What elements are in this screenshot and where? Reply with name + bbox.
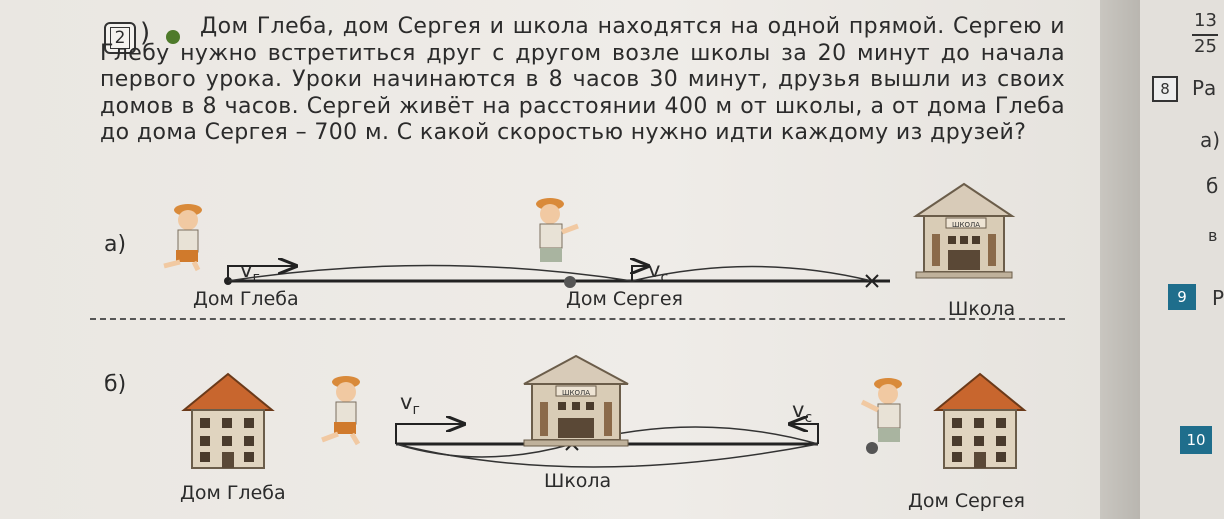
task-number-box: 2 xyxy=(104,22,136,54)
arrow-vc-b xyxy=(790,424,819,444)
velocity-gleb-a: vг xyxy=(240,258,260,287)
school-mark-a xyxy=(865,274,879,288)
label-sergey-house-b: Дом Сергея xyxy=(908,490,1025,512)
house-gleb-illustration xyxy=(181,372,275,469)
boy-sergey-a-illustration xyxy=(536,198,579,288)
label-gleb-house-a: Дом Глеба xyxy=(193,288,299,310)
arrow-vg-b xyxy=(395,424,464,444)
house-sergey-illustration xyxy=(933,372,1027,469)
paren-mark: ) xyxy=(140,18,151,48)
sub-v: в xyxy=(1208,226,1218,245)
velocity-gleb-b: vг xyxy=(400,390,420,419)
sub-b: б xyxy=(1206,174,1219,198)
arc-b-left xyxy=(395,443,573,458)
task-9-text: Р xyxy=(1212,286,1224,310)
task-number: 2 xyxy=(110,27,130,49)
dashed-divider xyxy=(90,318,1065,320)
task-number-10: 10 xyxy=(1180,426,1212,454)
boy-sergey-b-illustration xyxy=(860,378,902,454)
sub-a: а) xyxy=(1200,128,1221,152)
school-building-b: ШКОЛА xyxy=(523,354,629,447)
task-number-9: 9 xyxy=(1168,284,1196,310)
school-building-a: ШКОЛА xyxy=(912,182,1016,279)
arrow-vc-a xyxy=(632,266,648,281)
page-gutter xyxy=(1100,0,1140,519)
fraction-numerator: 13 xyxy=(1194,10,1217,31)
task-8-text: Ра xyxy=(1192,76,1217,100)
boy-gleb-a-illustration xyxy=(163,204,202,272)
label-gleb-house-b: Дом Глеба xyxy=(180,482,286,504)
task-number-8: 8 xyxy=(1152,76,1178,102)
problem-text: Дом Глеба, дом Сергея и школа находятся … xyxy=(100,14,1065,145)
arc-sergey-school xyxy=(631,265,873,282)
arrow-vg-a xyxy=(227,266,296,281)
fraction-bar xyxy=(1192,34,1218,36)
difficulty-dot-icon xyxy=(166,30,180,44)
boy-gleb-b-illustration xyxy=(321,376,361,446)
part-b-marker: б) xyxy=(104,372,127,397)
part-a-marker: а) xyxy=(104,232,127,257)
diagram-a xyxy=(224,266,890,288)
label-school-b: Школа xyxy=(544,470,612,492)
school-sign-a: ШКОЛА xyxy=(952,221,980,229)
school-sign-b: ШКОЛА xyxy=(562,389,590,397)
fraction-denominator: 25 xyxy=(1194,36,1217,57)
label-school-a: Школа xyxy=(948,298,1016,320)
label-sergey-house-a: Дом Сергея xyxy=(566,288,683,310)
